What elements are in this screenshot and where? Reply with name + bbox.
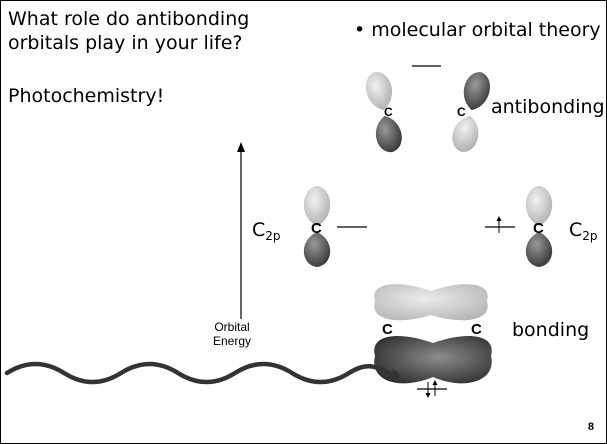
atom-label-c2p-right: C [533, 220, 544, 237]
axis-label-line2: Energy [213, 334, 252, 348]
bonding-orbital-bottom [374, 336, 492, 384]
atom-label-antibonding-right: C [457, 105, 466, 119]
bonding-label: bonding [512, 319, 590, 341]
c2p-label-right: C2p [569, 219, 598, 243]
energy-axis-arrowhead [237, 142, 245, 152]
axis-label-line1: Orbital [214, 320, 250, 334]
bonding-orbital-top [374, 284, 488, 321]
bullet-text: • molecular orbital theory [354, 19, 601, 41]
antibonding-orbital-left [365, 71, 402, 153]
c2p-orbital-left [303, 186, 331, 267]
photon-arrowhead [391, 368, 401, 381]
atom-label-antibonding-left: C [384, 105, 393, 119]
antibonding-orbital-right [452, 72, 490, 152]
electron-down-arrow [425, 393, 431, 398]
photon-wave [4, 361, 396, 385]
atom-label-bonding-left: C [382, 321, 393, 338]
electron-up-arrow [432, 380, 438, 385]
c2p-orbital-right [525, 186, 553, 267]
atom-label-bonding-right: C [471, 321, 482, 338]
antibonding-label: antibonding [491, 96, 605, 118]
page-number: 8 [587, 421, 594, 433]
question-text: What role do antibonding orbitals play i… [8, 8, 250, 54]
orbital-energy-label: Orbital Energy [213, 320, 251, 348]
atom-label-c2p-left: C [311, 220, 322, 237]
c2p-label-left: C2p [252, 219, 281, 243]
answer-text: Photochemistry! [8, 85, 165, 107]
